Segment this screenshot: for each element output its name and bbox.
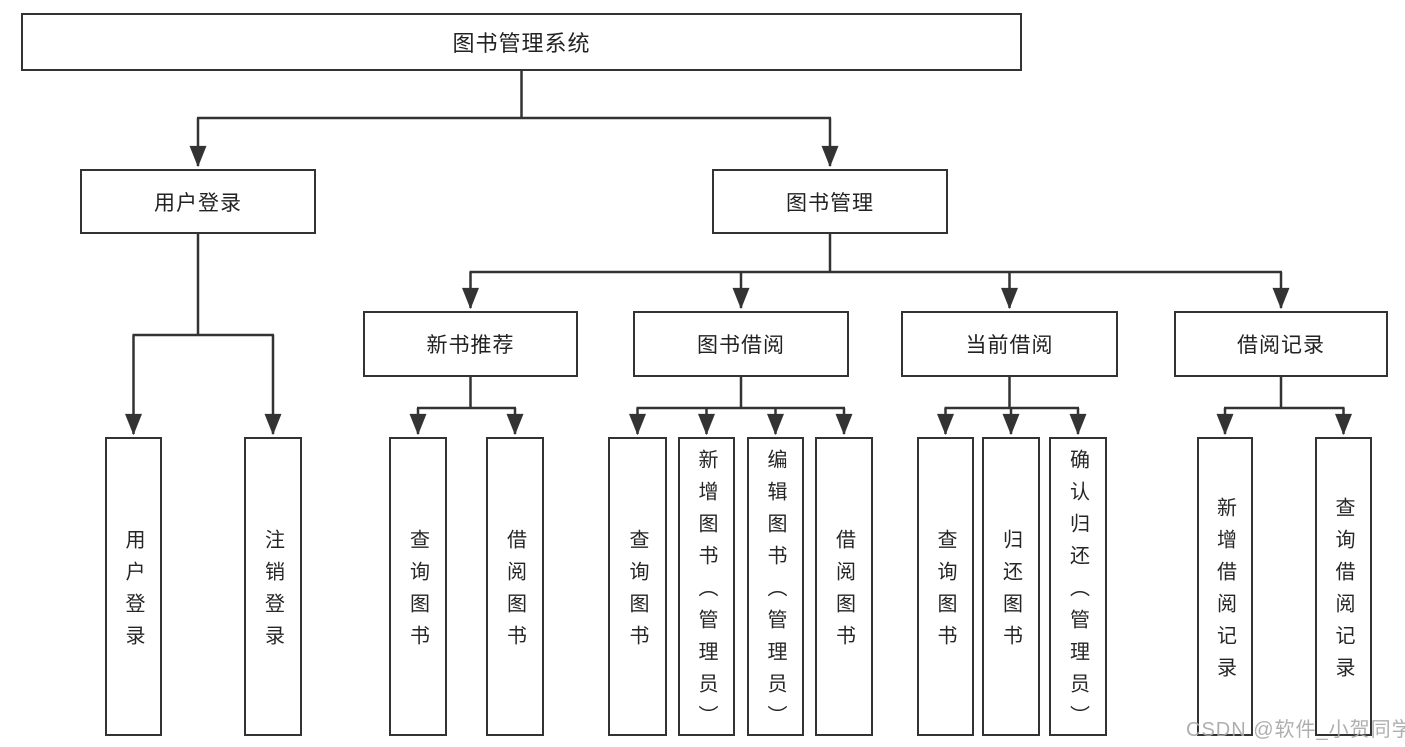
leaf-add-borrow-record-label: 新增借阅记录 xyxy=(1213,496,1236,689)
leaf-query-borrow-record-label: 查询借阅记录 xyxy=(1332,496,1354,689)
node-library-system: 图书管理系统 xyxy=(21,13,1022,71)
leaf-add-borrow-record: 新增借阅记录 xyxy=(1197,437,1253,736)
leaf-confirm-return-admin-label: 确认归还（管理员） xyxy=(1066,448,1089,737)
node-new-book-recommend-label: 新书推荐 xyxy=(426,334,515,357)
leaf-borrow-book: 借阅图书 xyxy=(815,437,873,736)
leaf-borrow-book-label: 借阅图书 xyxy=(832,528,855,657)
leaf-query-book-current: 查询图书 xyxy=(917,437,974,736)
node-book-management-label: 图书管理 xyxy=(786,191,874,215)
node-borrowing-records: 借阅记录 xyxy=(1174,311,1388,377)
node-new-book-recommend: 新书推荐 xyxy=(363,311,578,377)
leaf-logout-label: 注销登录 xyxy=(261,528,284,657)
node-user-login: 用户登录 xyxy=(80,169,316,234)
node-book-borrowing: 图书借阅 xyxy=(633,311,849,377)
node-book-management: 图书管理 xyxy=(712,169,948,234)
node-book-borrowing-label: 图书借阅 xyxy=(697,334,785,357)
leaf-user-login-label: 用户登录 xyxy=(122,528,144,657)
leaf-add-book-admin-label: 新增图书（管理员） xyxy=(695,448,717,737)
leaf-edit-book-admin-label: 编辑图书（管理员） xyxy=(764,448,786,737)
leaf-confirm-return-admin: 确认归还（管理员） xyxy=(1049,437,1107,737)
leaf-user-login: 用户登录 xyxy=(105,437,162,736)
leaf-borrow-book-recommend-label: 借阅图书 xyxy=(503,528,526,657)
node-library-system-label: 图书管理系统 xyxy=(452,31,591,56)
node-borrowing-records-label: 借阅记录 xyxy=(1237,334,1325,357)
leaf-query-book-recommend: 查询图书 xyxy=(389,437,447,736)
leaf-edit-book-admin: 编辑图书（管理员） xyxy=(747,437,804,737)
leaf-query-book-borrowing: 查询图书 xyxy=(608,437,667,736)
leaf-return-book-label: 归还图书 xyxy=(999,528,1022,657)
node-current-borrowing: 当前借阅 xyxy=(901,311,1118,377)
leaf-add-book-admin: 新增图书（管理员） xyxy=(678,437,735,737)
leaf-logout: 注销登录 xyxy=(244,437,302,736)
leaf-query-borrow-record: 查询借阅记录 xyxy=(1315,437,1372,736)
leaf-borrow-book-recommend: 借阅图书 xyxy=(486,437,544,736)
leaf-query-book-borrowing-label: 查询图书 xyxy=(626,528,648,657)
leaf-return-book: 归还图书 xyxy=(982,437,1040,736)
node-current-borrowing-label: 当前借阅 xyxy=(965,334,1054,357)
leaf-query-book-current-label: 查询图书 xyxy=(934,528,956,657)
node-user-login-label: 用户登录 xyxy=(154,191,242,215)
csdn-watermark: CSDN @软件_小贺同学 xyxy=(1186,719,1405,741)
leaf-query-book-recommend-label: 查询图书 xyxy=(406,528,429,657)
